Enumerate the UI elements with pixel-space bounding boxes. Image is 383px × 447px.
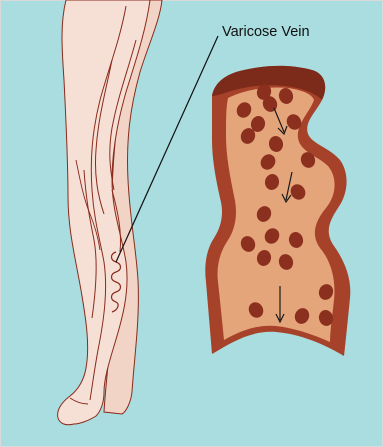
callout-label: Varicose Vein xyxy=(222,24,310,40)
